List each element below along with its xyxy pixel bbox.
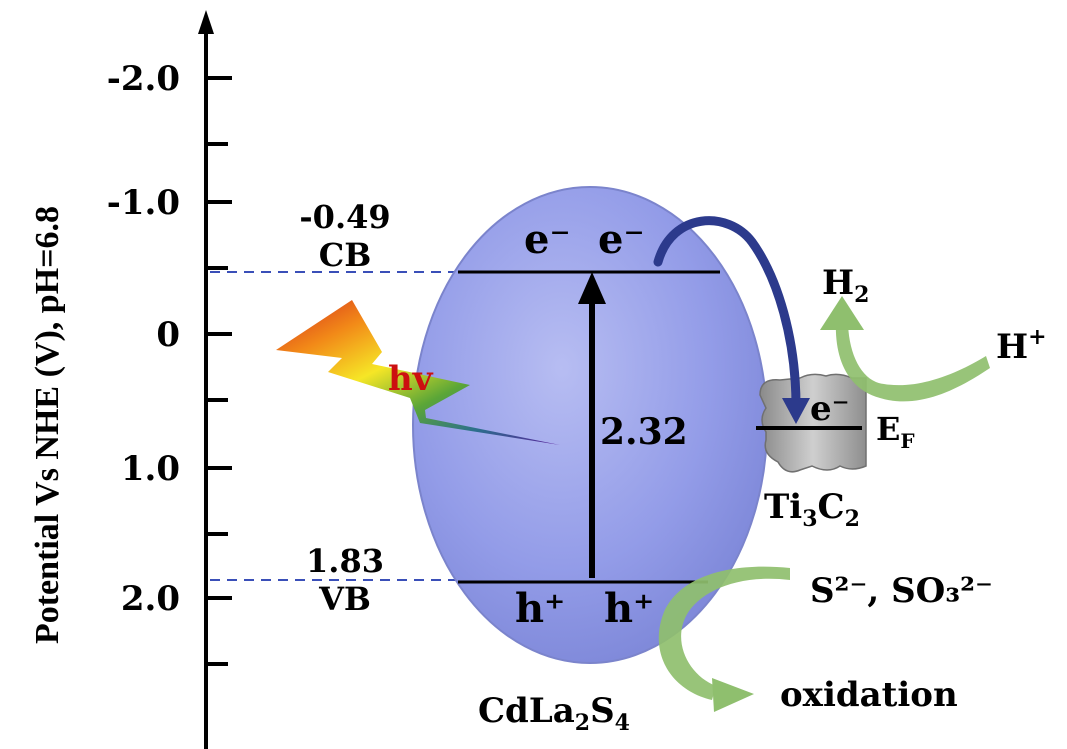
vb-label: VB	[318, 580, 371, 618]
tick-label: -1.0	[107, 183, 180, 223]
reduction-arrow	[835, 320, 990, 402]
y-axis-ticks	[206, 76, 232, 666]
cocatalyst-label: Ti3C2	[764, 487, 860, 532]
hole: h⁺	[604, 585, 654, 632]
h2-label: H2	[822, 263, 869, 308]
hole: h⁺	[515, 585, 565, 632]
y-axis-title: Potential Vs NHE (V), pH=6.8	[29, 206, 66, 644]
oxidation-label: oxidation	[780, 675, 958, 715]
band-gap-value: 2.32	[600, 411, 688, 453]
excitation-arrowhead	[578, 272, 606, 304]
tick-label: 2.0	[121, 579, 180, 619]
electron: e⁻	[598, 216, 645, 263]
y-tick-labels: -2.0 -1.0 0 1.0 2.0	[107, 59, 180, 619]
electron-transfer-arrowhead	[782, 398, 810, 424]
sacrificial-agent-label: S²⁻, SO₃²⁻	[810, 571, 993, 611]
tick-label: 0	[156, 315, 180, 355]
semiconductor-label: CdLa2S4	[478, 691, 630, 736]
y-axis: -2.0 -1.0 0 1.0 2.0 Potential Vs NHE (V)…	[29, 10, 232, 749]
hplus-label: H+	[996, 324, 1047, 367]
electron: e⁻	[810, 389, 850, 429]
tick-label: 1.0	[121, 449, 180, 489]
reduction-arrowhead	[820, 296, 864, 330]
electron: e⁻	[524, 216, 571, 263]
oxidation-arrowhead	[712, 678, 754, 712]
cb-potential: -0.49	[299, 198, 390, 236]
electron-transfer-arrow	[653, 216, 801, 411]
oxidation-arrow	[658, 566, 790, 700]
tick-label: -2.0	[107, 59, 180, 99]
fermi-level-label: EF	[876, 410, 915, 453]
y-axis-arrowhead	[198, 10, 214, 34]
vb-potential: 1.83	[306, 542, 384, 580]
cb-label: CB	[319, 236, 372, 274]
light-bolt-icon	[276, 300, 560, 445]
light-label: hv	[388, 359, 434, 399]
